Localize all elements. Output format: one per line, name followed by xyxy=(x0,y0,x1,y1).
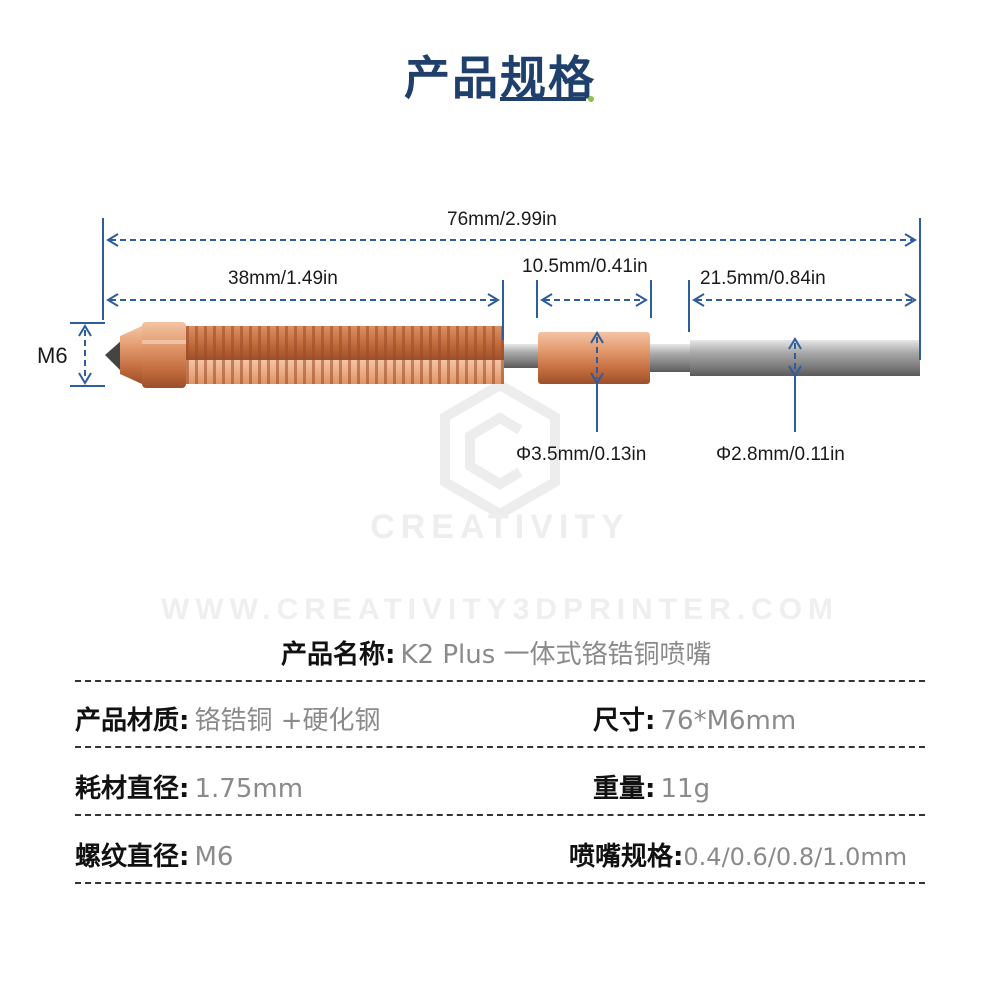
tube-diameter-label: Φ2.8mm/0.11in xyxy=(716,444,845,465)
thread-diameter-label: 螺纹直径: xyxy=(75,842,190,872)
sleeve-diameter-label: Φ3.5mm/0.13in xyxy=(516,444,647,465)
nozzle-sleeve xyxy=(538,332,650,384)
spec-row-thread: 螺纹直径: M6 喷嘴规格:0.4/0.6/0.8/1.0mm xyxy=(75,828,925,884)
heatbreak-tube xyxy=(690,340,920,376)
tube-length-label: 21.5mm/0.84in xyxy=(700,268,826,289)
product-name-label: 产品名称: xyxy=(281,640,396,670)
weight-label: 重量: xyxy=(593,774,656,804)
nozzle-sizes-value: 0.4/0.6/0.8/1.0mm xyxy=(683,843,908,871)
size-value: 76*M6mm xyxy=(660,706,797,736)
product-name-value: K2 Plus 一体式铬锆铜喷嘴 xyxy=(400,640,712,670)
nozzle-hex xyxy=(142,322,186,388)
size-label: 尺寸: xyxy=(593,706,656,736)
page-title: 产品规格 xyxy=(404,51,596,105)
filament-diameter-value: 1.75mm xyxy=(194,774,304,804)
watermark-brand: CREATIVITY xyxy=(370,508,630,546)
thread-size-label: M6 xyxy=(37,343,68,368)
material-label: 产品材质: xyxy=(75,706,190,736)
spec-row-material: 产品材质: 铬锆铜 +硬化钢 尺寸: 76*M6mm xyxy=(75,692,925,748)
nozzle-thread xyxy=(186,326,504,384)
title-underline xyxy=(500,97,586,101)
title-accent-dot xyxy=(588,96,594,102)
watermark-website: WWW.CREATIVITY3DPRINTER.COM xyxy=(160,593,840,626)
spec-row-filament: 耗材直径: 1.75mm 重量: 11g xyxy=(75,760,925,816)
thread-diameter-value: M6 xyxy=(194,842,234,872)
thread-length-label: 38mm/1.49in xyxy=(228,268,338,289)
sleeve-length-label: 10.5mm/0.41in xyxy=(522,256,648,277)
nozzle-sizes-label: 喷嘴规格: xyxy=(569,842,684,872)
material-value: 铬锆铜 +硬化钢 xyxy=(194,706,381,736)
filament-diameter-label: 耗材直径: xyxy=(75,774,190,804)
spec-row-name: 产品名称: K2 Plus 一体式铬锆铜喷嘴 xyxy=(75,626,925,682)
weight-value: 11g xyxy=(660,774,711,804)
total-length-label: 76mm/2.99in xyxy=(447,209,557,230)
